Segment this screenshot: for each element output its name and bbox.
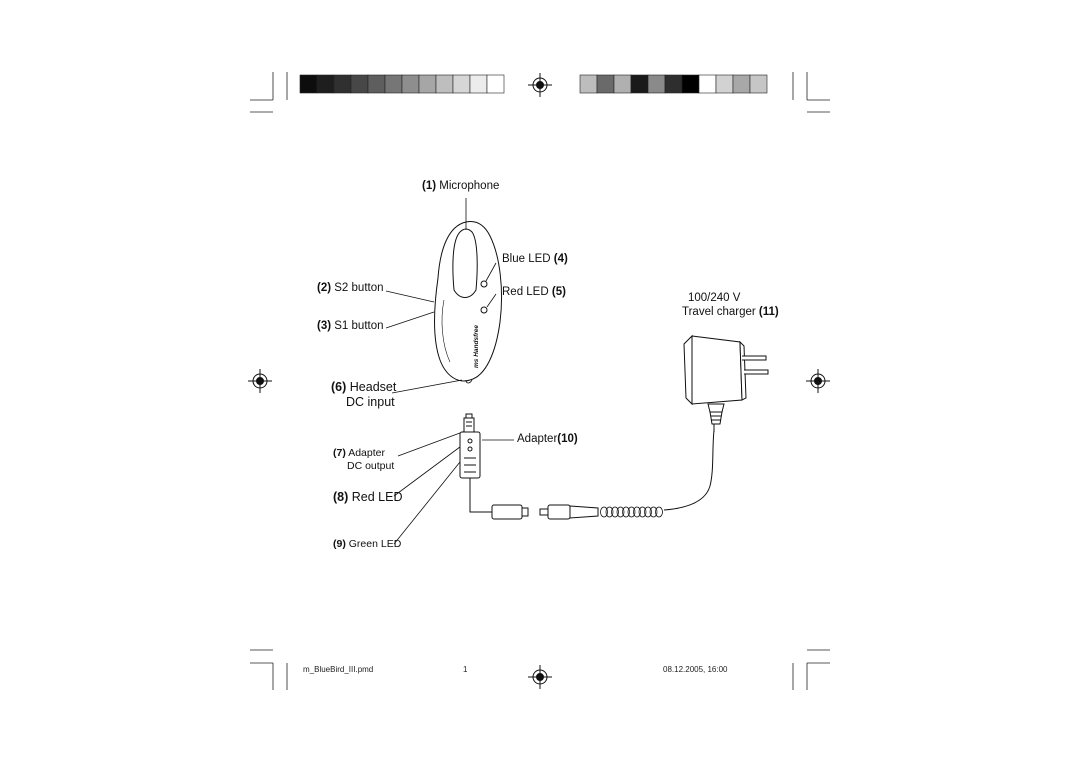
color-swatch [452, 74, 471, 94]
color-swatch [698, 74, 717, 94]
registration-mark-top [528, 73, 552, 97]
label-s2-button: (2) S2 button [317, 282, 384, 294]
label-adapter: Adapter(10) [517, 433, 578, 445]
label-headset-dc-input-line2: DC input [346, 395, 395, 409]
color-swatch [418, 74, 437, 94]
color-swatch [647, 74, 666, 94]
charger-cable-drawing [539, 429, 715, 520]
color-swatch [350, 74, 369, 94]
footer-page-number: 1 [463, 665, 468, 674]
label-microphone: (1) Microphone [422, 180, 500, 192]
label-adapter-dc-output: (7) Adapter [333, 447, 385, 459]
color-swatch [367, 74, 386, 94]
grayscale-bar-right [579, 74, 768, 94]
leader-lines [385, 198, 514, 545]
adapter-drawing [459, 413, 529, 520]
label-green-led: (9) Green LED [333, 538, 402, 550]
color-swatch [435, 74, 454, 94]
color-swatch [732, 74, 751, 94]
color-swatch [384, 74, 403, 94]
label-red-led-adapter: (8) Red LED [333, 490, 403, 504]
device-brand-logo: ms Handsfree [473, 325, 480, 368]
label-red-led-headset: Red LED (5) [502, 286, 566, 298]
label-voltage: 100/240 V [688, 292, 741, 304]
label-adapter-dc-output-line2: DC output [347, 460, 395, 472]
color-swatch [299, 74, 318, 94]
color-swatch [664, 74, 683, 94]
color-swatch [613, 74, 632, 94]
color-swatch [579, 74, 598, 94]
footer-filename: m_BlueBird_III.pmd [303, 665, 374, 674]
footer-datetime: 08.12.2005, 16:00 [663, 665, 728, 674]
label-headset-dc-input: (6) Headset [331, 380, 397, 394]
color-swatch [486, 74, 505, 94]
registration-mark-left [248, 369, 272, 393]
crop-marks [250, 72, 830, 690]
grayscale-bar-left [299, 74, 505, 94]
travel-charger-drawing [683, 334, 769, 432]
label-blue-led: Blue LED (4) [502, 253, 568, 265]
registration-mark-right [806, 369, 830, 393]
color-swatch [749, 74, 768, 94]
color-swatch [681, 74, 700, 94]
color-swatch [596, 74, 615, 94]
color-swatch [316, 74, 335, 94]
registration-mark-bottom [528, 665, 552, 689]
color-swatch [630, 74, 649, 94]
color-swatch [715, 74, 734, 94]
label-s1-button: (3) S1 button [317, 320, 384, 332]
headset-drawing [434, 221, 502, 384]
color-swatch [333, 74, 352, 94]
label-travel-charger: Travel charger (11) [682, 306, 779, 318]
color-swatch [469, 74, 488, 94]
color-swatch [401, 74, 420, 94]
